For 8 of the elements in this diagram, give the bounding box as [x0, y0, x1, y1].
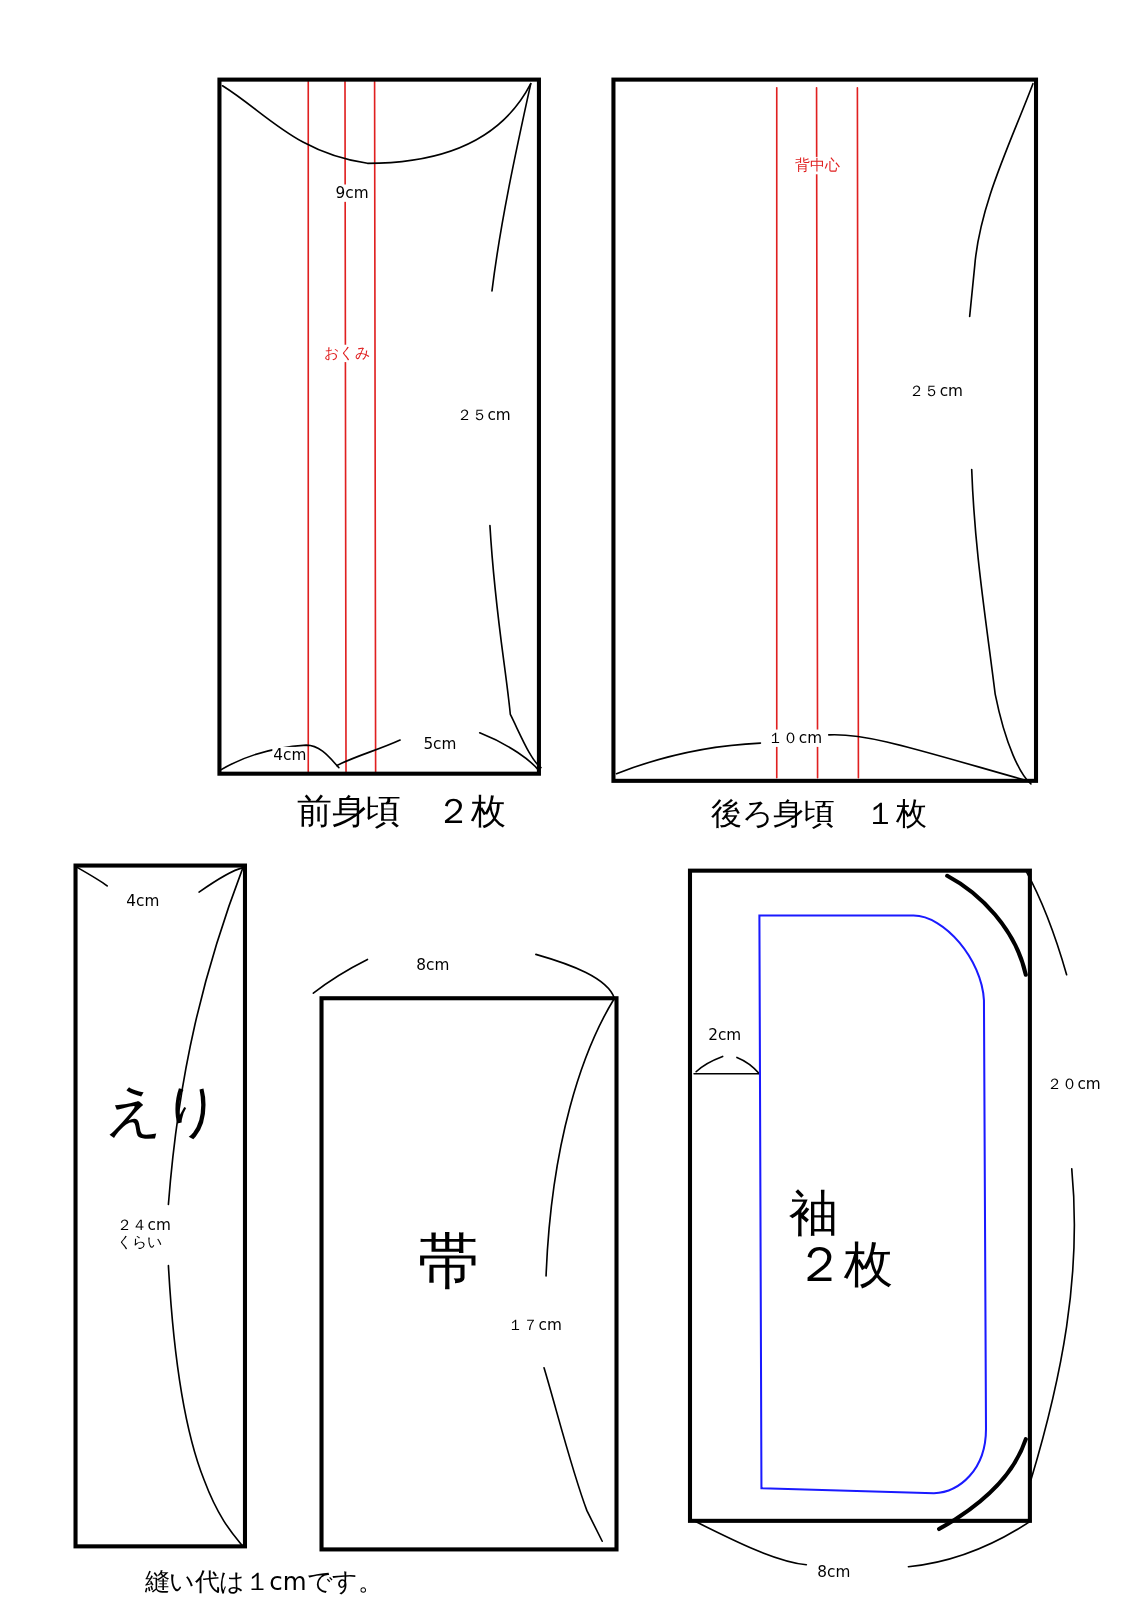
part-label: 背中心: [793, 156, 842, 174]
piece-name: 帯: [418, 1226, 480, 1295]
dimension-label: 9cm: [334, 184, 370, 202]
piece-name: 前身頃 ２枚: [297, 792, 506, 831]
piece-name: 後ろ身頃 １枚: [710, 796, 927, 831]
pattern-piece: [687, 868, 1032, 1523]
note-text: 縫い代は１cmです。: [144, 1568, 383, 1596]
part-label: おくみ: [323, 344, 371, 362]
